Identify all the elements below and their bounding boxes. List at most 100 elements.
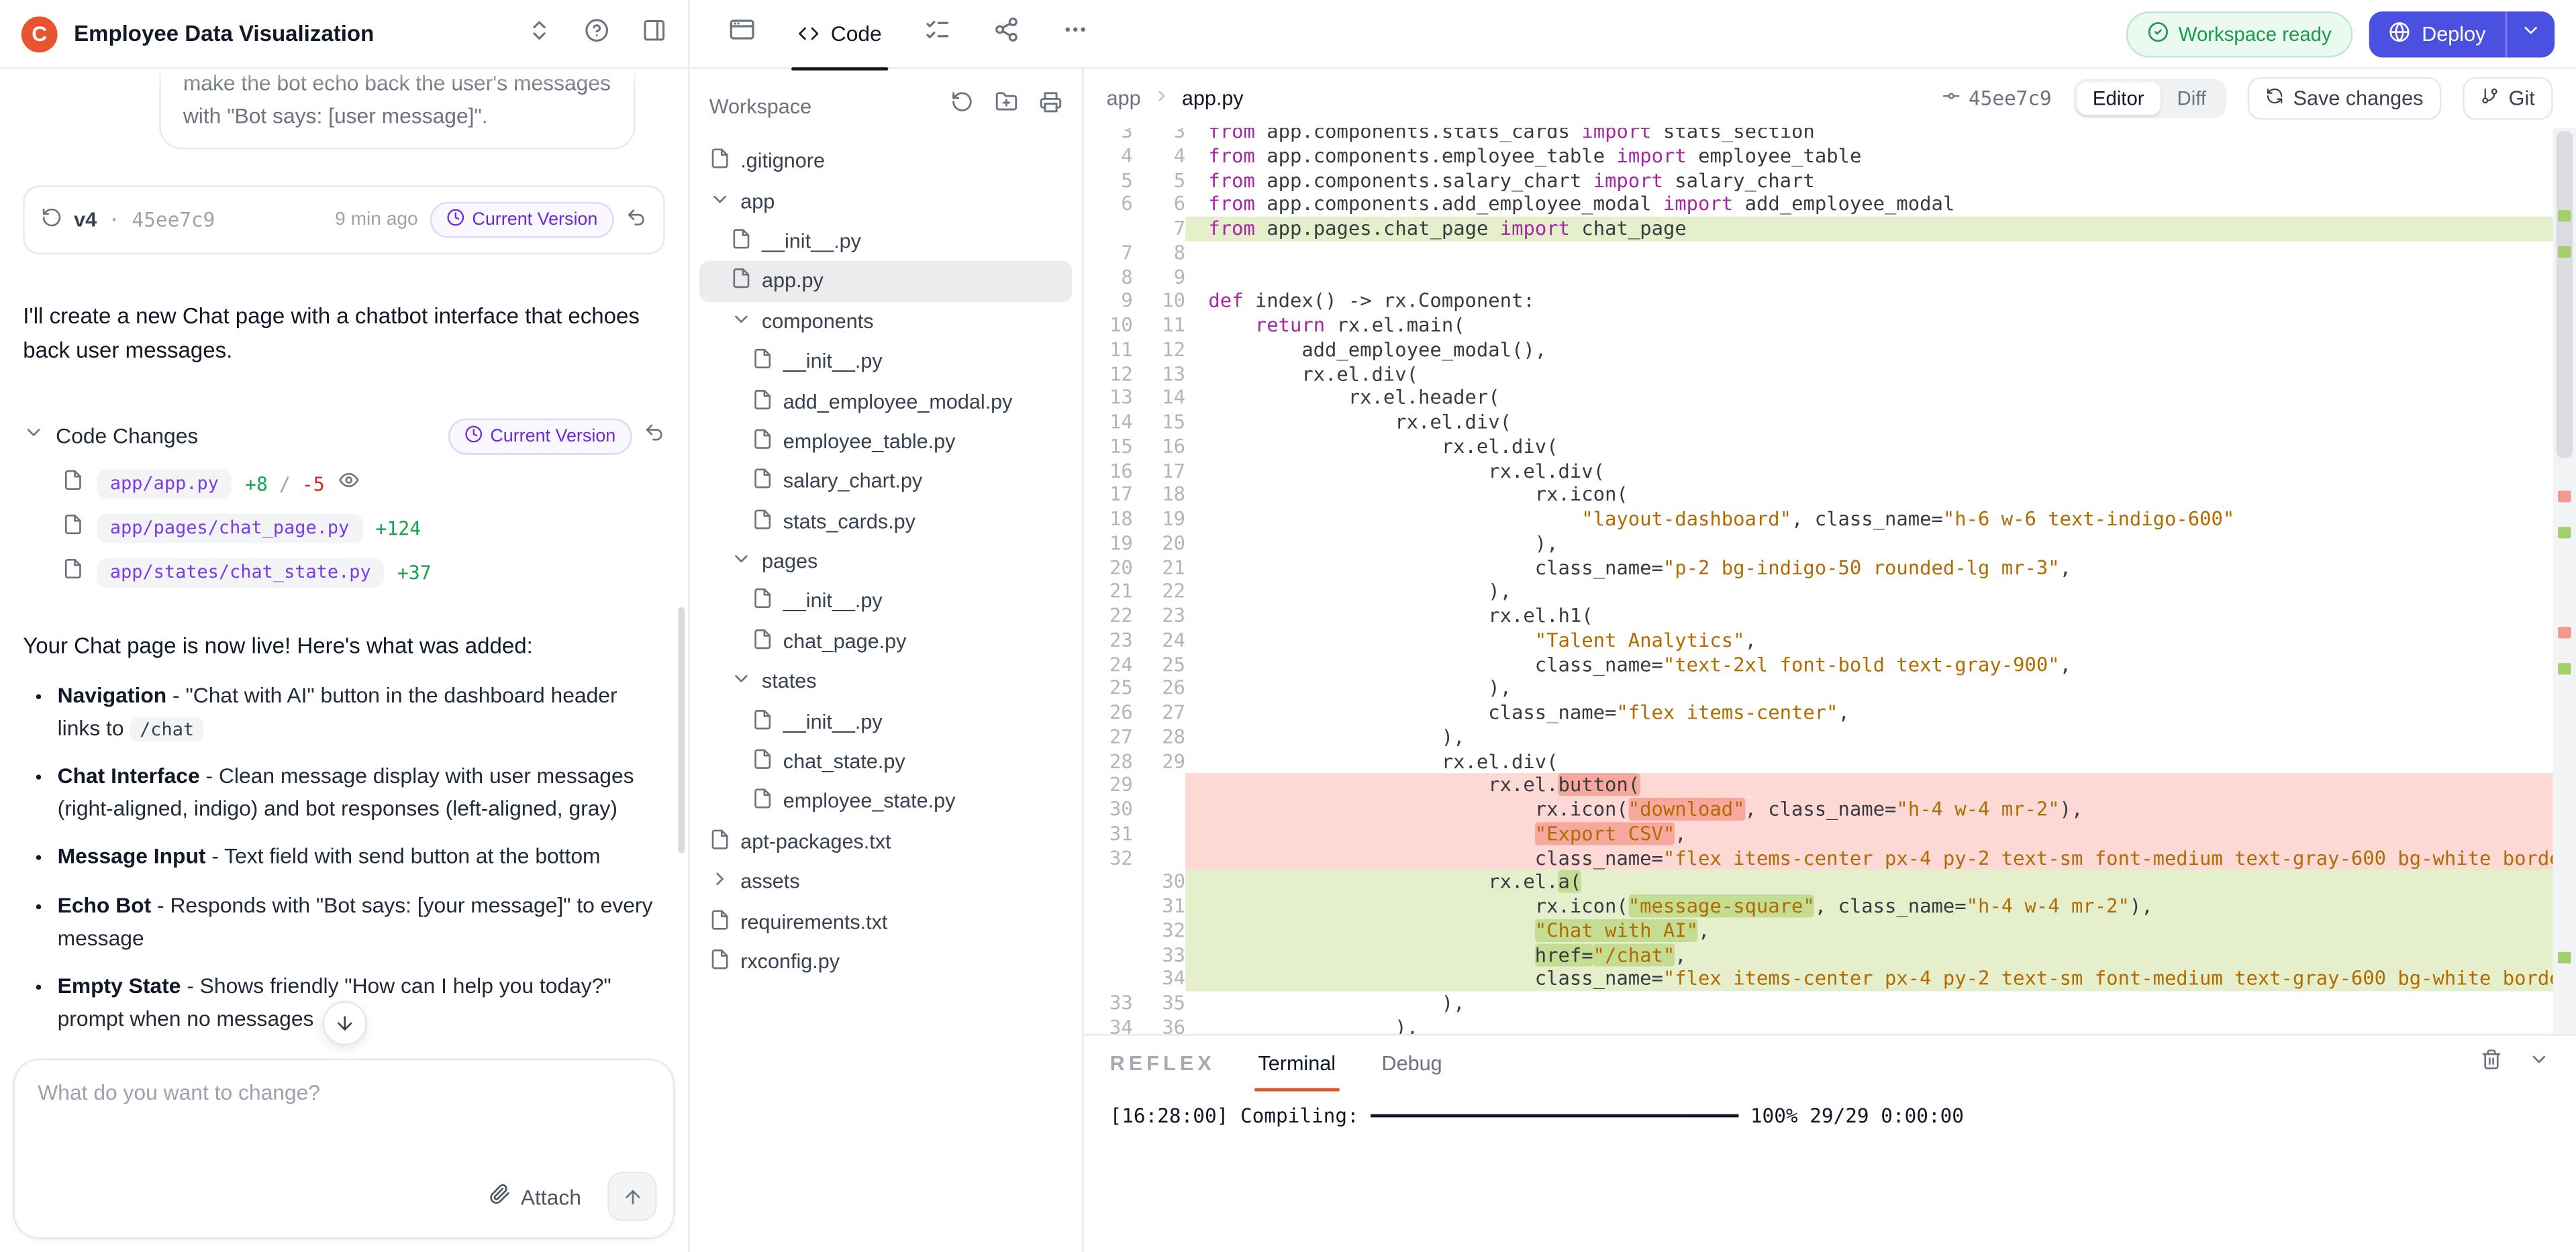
- tree-item-chat_state.py[interactable]: chat_state.py: [699, 741, 1072, 782]
- chat-message-list[interactable]: make the bot echo back the user's messag…: [0, 68, 688, 1049]
- tree-item-requirements.txt[interactable]: requirements.txt: [699, 902, 1072, 942]
- tree-item-app.py[interactable]: app.py: [699, 261, 1073, 302]
- tree-item-states[interactable]: states: [699, 662, 1072, 702]
- deploy-button[interactable]: Deploy: [2369, 11, 2506, 56]
- diff-line[interactable]: 32 class_name="flex items-center px-4 py…: [1083, 845, 2553, 871]
- more-menu-icon[interactable]: [1062, 16, 1089, 50]
- diff-mark: [2558, 626, 2571, 638]
- changed-file-name[interactable]: app/pages/chat_page.py: [97, 513, 362, 543]
- diff-line[interactable]: 30 rx.el.a(: [1083, 870, 2553, 895]
- save-changes-button[interactable]: Save changes: [2247, 76, 2442, 120]
- panel-toggle-icon[interactable]: [642, 17, 666, 50]
- tree-item-.gitignore[interactable]: .gitignore: [699, 141, 1072, 181]
- tree-item-stats_cards.py[interactable]: stats_cards.py: [699, 501, 1072, 541]
- tree-item-__init__.py[interactable]: __init__.py: [699, 702, 1072, 742]
- changed-file-name[interactable]: app/app.py: [97, 469, 232, 499]
- git-button[interactable]: Git: [2463, 76, 2553, 120]
- diff-line[interactable]: 29 rx.el.button(: [1083, 773, 2553, 798]
- chevrons-up-down-icon[interactable]: [527, 17, 552, 50]
- trash-icon[interactable]: [2481, 1049, 2502, 1078]
- diff-line[interactable]: 30 rx.icon("download", class_name="h-4 w…: [1083, 797, 2553, 822]
- tree-item-employee_state.py[interactable]: employee_state.py: [699, 782, 1072, 822]
- tree-item-add_employee_modal.py[interactable]: add_employee_modal.py: [699, 381, 1072, 421]
- printer-icon[interactable]: [1039, 91, 1062, 121]
- chat-input-card[interactable]: Attach: [13, 1058, 675, 1239]
- file-icon: [752, 388, 773, 415]
- changed-file-name[interactable]: app/states/chat_state.py: [97, 558, 385, 588]
- tree-item-__init__.py[interactable]: __init__.py: [699, 221, 1072, 262]
- tree-item-__init__.py[interactable]: __init__.py: [699, 342, 1072, 382]
- minimap-scrollbar[interactable]: [2553, 127, 2576, 1035]
- refresh-icon[interactable]: [950, 91, 973, 121]
- deploy-options-button[interactable]: [2505, 10, 2555, 57]
- new-folder-icon[interactable]: [995, 91, 1018, 121]
- diff-line[interactable]: 32 "Chat with AI",: [1083, 919, 2553, 943]
- diff-line[interactable]: 33 href="/chat",: [1083, 943, 2553, 968]
- preview-icon[interactable]: [729, 16, 755, 50]
- tab-code[interactable]: Code: [791, 0, 889, 70]
- checklist-icon[interactable]: [924, 16, 950, 50]
- code-changes-header[interactable]: Code Changes Current Version: [23, 418, 665, 455]
- diff-line[interactable]: 34 class_name="flex items-center px-4 py…: [1083, 967, 2553, 992]
- diff-line[interactable]: 31 rx.icon("message-square", class_name=…: [1083, 894, 2553, 919]
- collapse-panel-icon[interactable]: [2528, 1049, 2550, 1078]
- toggle-editor[interactable]: Editor: [2076, 82, 2161, 115]
- tree-item-chat_page.py[interactable]: chat_page.py: [699, 621, 1072, 662]
- file-icon: [709, 908, 731, 935]
- tree-item-employee_table.py[interactable]: employee_table.py: [699, 421, 1072, 462]
- send-button[interactable]: [607, 1171, 657, 1221]
- scrollbar-thumb[interactable]: [2556, 131, 2573, 458]
- eye-icon[interactable]: [338, 469, 359, 499]
- tree-item-components[interactable]: components: [699, 301, 1072, 342]
- scroll-to-bottom-button[interactable]: [321, 1001, 366, 1046]
- restore-version-icon[interactable]: [626, 207, 647, 233]
- share-nodes-icon[interactable]: [993, 16, 1020, 50]
- tab-debug[interactable]: Debug: [1381, 1051, 1442, 1076]
- help-icon[interactable]: [585, 17, 609, 50]
- chat-input[interactable]: [38, 1080, 650, 1176]
- chat-scrollbar[interactable]: [678, 607, 685, 853]
- tree-item-assets[interactable]: assets: [699, 862, 1072, 902]
- tree-item-__init__.py[interactable]: __init__.py: [699, 582, 1072, 622]
- tree-item-pages[interactable]: pages: [699, 541, 1072, 582]
- tree-item-apt-packages.txt[interactable]: apt-packages.txt: [699, 822, 1072, 862]
- diff-line[interactable]: 31 "Export CSV",: [1083, 821, 2553, 846]
- tree-item-salary_chart.py[interactable]: salary_chart.py: [699, 462, 1072, 502]
- restore-version-icon[interactable]: [644, 421, 665, 451]
- toggle-diff[interactable]: Diff: [2177, 87, 2207, 110]
- tree-item-app[interactable]: app: [699, 181, 1072, 221]
- tree-item-rxconfig.py[interactable]: rxconfig.py: [699, 942, 1072, 982]
- tab-terminal[interactable]: Terminal: [1254, 1035, 1340, 1092]
- attach-button[interactable]: Attach: [489, 1184, 581, 1210]
